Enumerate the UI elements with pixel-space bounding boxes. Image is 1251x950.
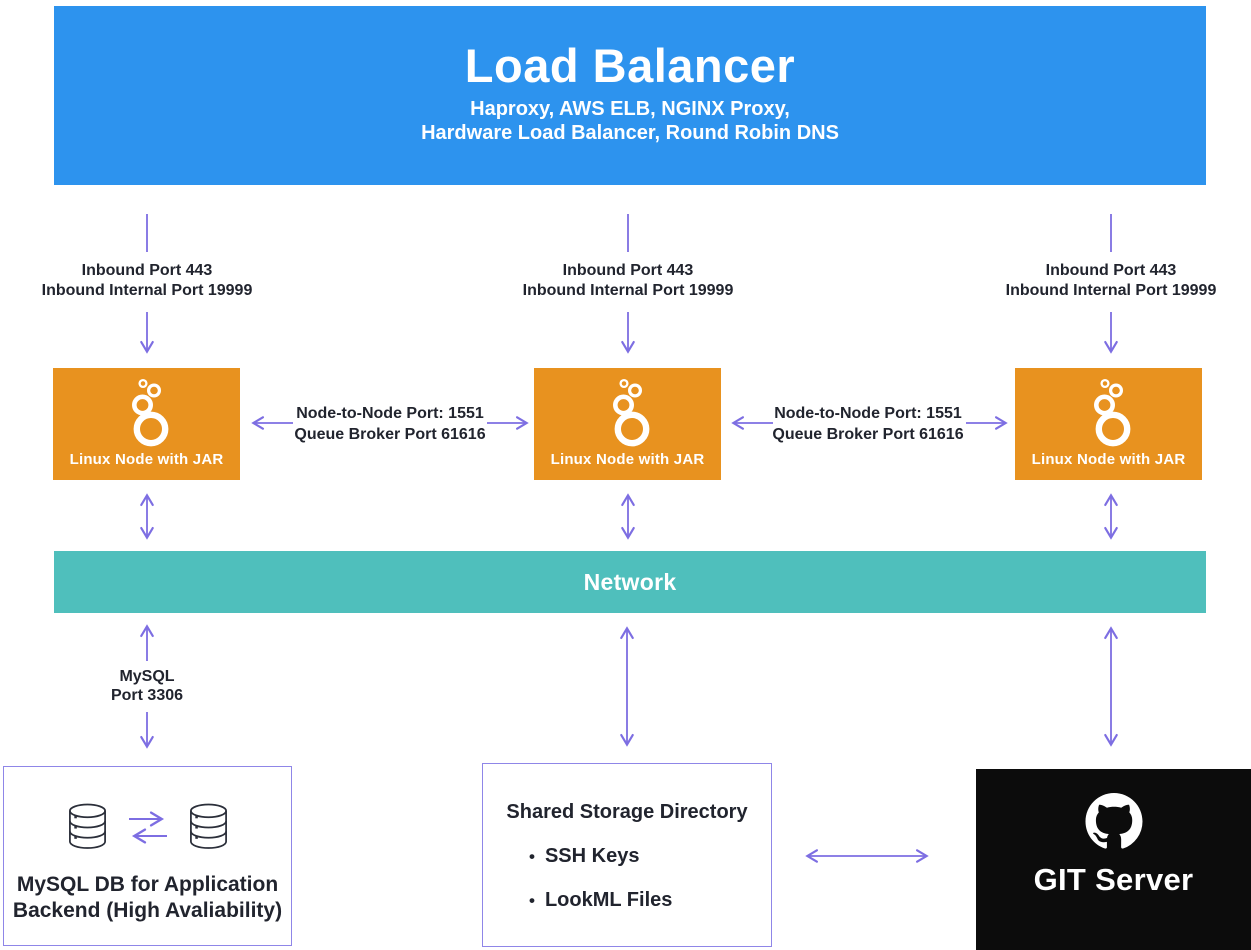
inbound-ports-label-left: Inbound Port 443 Inbound Internal Port 1… <box>16 261 278 301</box>
load-balancer-box: Load Balancer Haproxy, AWS ELB, NGINX Pr… <box>54 6 1206 185</box>
inbound-ports-label-center: Inbound Port 443 Inbound Internal Port 1… <box>497 261 759 301</box>
ssh-keys-label: SSH Keys <box>544 845 640 867</box>
inbound-ports-label-right: Inbound Port 443 Inbound Internal Port 1… <box>980 261 1242 301</box>
shared-storage-box: Shared Storage Directory • SSH Keys • Look… <box>482 763 772 947</box>
inbound-port-443: Inbound Port 443 <box>81 262 213 279</box>
database-icon <box>68 803 106 849</box>
inbound-internal-port: Inbound Internal Port 19999 <box>522 282 734 299</box>
load-balancer-subtitle: Haproxy, AWS ELB, NGINX Proxy, Hardware … <box>54 97 1206 145</box>
lookml-files-label: LookML Files <box>544 889 673 911</box>
mysql-port-label: MySQL Port 3306 <box>67 667 227 705</box>
mysql-label: MySQL <box>119 668 175 685</box>
linux-node-label: Linux Node with JAR <box>550 451 705 468</box>
database-icon <box>189 803 227 849</box>
mysql-db-box: MySQL DB for Application Backend (High A… <box>3 766 292 946</box>
replication-arrows-icon <box>128 811 167 844</box>
node-to-network-arrows <box>140 493 1118 540</box>
linux-node-label: Linux Node with JAR <box>1031 451 1186 468</box>
load-balancer-title: Load Balancer <box>464 39 796 92</box>
queue-broker-port: Queue Broker Port 61616 <box>294 426 486 443</box>
node-to-node-port: Node-to-Node Port: 1551 <box>296 405 484 422</box>
inbound-internal-port: Inbound Internal Port 19999 <box>1005 282 1217 299</box>
mysql-db-caption-line1: MySQL DB for Application <box>16 873 279 896</box>
network-label: Network <box>583 568 677 595</box>
looker-logo-icon <box>1093 378 1130 447</box>
node-link-label-left: Node-to-Node Port: 1551 Queue Broker Por… <box>280 403 500 445</box>
github-icon <box>1085 793 1142 849</box>
mysql-db-caption: MySQL DB for Application Backend (High A… <box>4 872 291 924</box>
linux-node-box-right: Linux Node with JAR <box>1015 368 1202 480</box>
inbound-port-443: Inbound Port 443 <box>562 262 694 279</box>
bullet-icon: • <box>529 847 535 866</box>
linux-node-box-center: Linux Node with JAR <box>534 368 721 480</box>
mysql-port-3306: Port 3306 <box>110 687 184 704</box>
bullet-icon: • <box>529 891 535 910</box>
mysql-db-caption-line2: Backend (High Avaliability) <box>12 899 283 922</box>
inbound-port-443: Inbound Port 443 <box>1045 262 1177 279</box>
node-to-node-port: Node-to-Node Port: 1551 <box>774 405 962 422</box>
linux-node-box-left: Linux Node with JAR <box>53 368 240 480</box>
list-item-ssh-keys: • SSH Keys <box>529 844 771 869</box>
shared-storage-title: Shared Storage Directory <box>506 801 748 823</box>
load-balancer-subtitle-line1: Haproxy, AWS ELB, NGINX Proxy, <box>470 98 790 120</box>
linux-node-label: Linux Node with JAR <box>69 451 224 468</box>
queue-broker-port: Queue Broker Port 61616 <box>772 426 964 443</box>
shared-storage-list: • SSH Keys • LookML Files <box>483 844 771 913</box>
list-item-lookml-files: • LookML Files <box>529 888 771 913</box>
load-balancer-subtitle-line2: Hardware Load Balancer, Round Robin DNS <box>421 122 839 144</box>
network-box: Network <box>54 551 1206 613</box>
inbound-internal-port: Inbound Internal Port 19999 <box>41 282 253 299</box>
node-link-label-right: Node-to-Node Port: 1551 Queue Broker Por… <box>758 403 978 445</box>
looker-logo-icon <box>131 378 168 447</box>
looker-logo-icon <box>612 378 649 447</box>
git-server-box: GIT Server <box>976 769 1251 950</box>
git-server-label: GIT Server <box>1033 862 1194 897</box>
db-replication-row <box>4 802 291 852</box>
